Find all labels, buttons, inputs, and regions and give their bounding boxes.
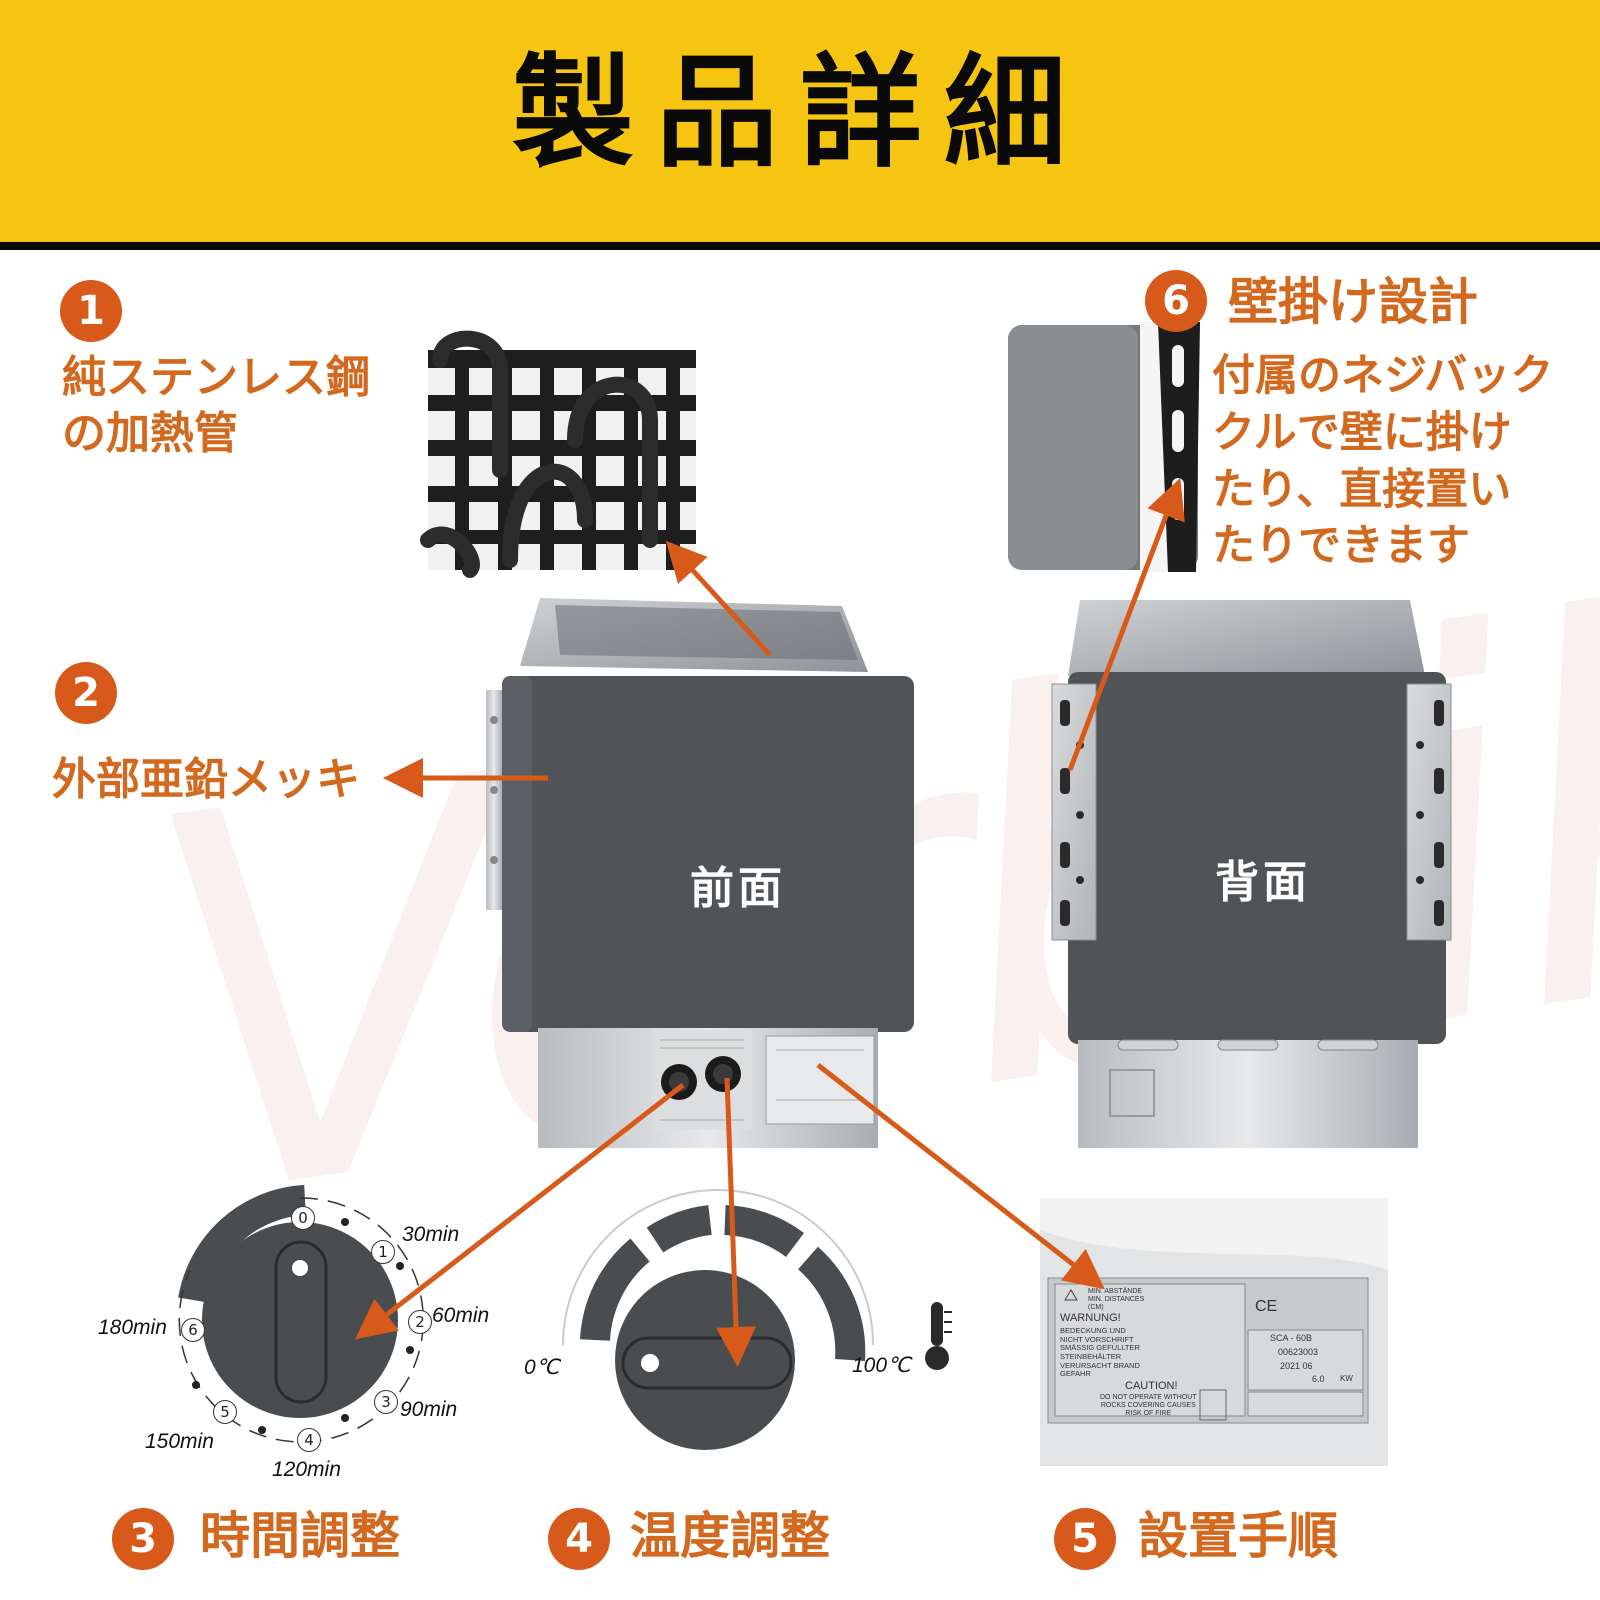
- temperature-min-label: 0℃: [524, 1356, 560, 1379]
- temperature-dial: [562, 1189, 952, 1450]
- nameplate-ce-mark: CE: [1255, 1298, 1278, 1315]
- feature-2-label: 外部亜鉛メッキ: [52, 754, 360, 805]
- timer-label-180min: 180min: [98, 1316, 167, 1339]
- feature-4-badge: 4: [548, 1508, 610, 1570]
- nameplate-distance: MIN. ABSTÄNDE MIN. DISTANCES (CM): [1088, 1288, 1145, 1312]
- nameplate-unit: KW: [1340, 1374, 1353, 1383]
- nameplate-power: 6.0: [1312, 1374, 1325, 1384]
- nameplate-caution: CAUTION!: [1125, 1380, 1178, 1392]
- timer-mark-6: 6: [181, 1318, 205, 1342]
- feature-3-label: 時間調整: [200, 1507, 400, 1565]
- heater-back-view: [1051, 600, 1452, 1148]
- temperature-max-label: 100℃: [852, 1354, 911, 1377]
- front-view-label: 前面: [690, 863, 786, 914]
- timer-mark-3: 3: [374, 1390, 398, 1414]
- feature-5-badge: 5: [1054, 1508, 1116, 1570]
- nameplate-warning-text: BEDECKUNG UND NICHT VORSCHRIFT SMÄSSIG G…: [1060, 1326, 1140, 1379]
- timer-label-30min: 30min: [402, 1223, 460, 1246]
- nameplate-model: SCA - 60B: [1270, 1333, 1313, 1343]
- timer-mark-5: 5: [213, 1400, 237, 1424]
- header-banner: 製品詳細: [0, 0, 1600, 250]
- nameplate-serial: 00623003: [1278, 1347, 1319, 1357]
- timer-label-60min: 60min: [432, 1304, 490, 1327]
- feature-1-label: 純ステンレス鋼 の加熱管: [62, 352, 370, 460]
- back-view-label: 背面: [1215, 857, 1311, 908]
- timer-dial: [178, 1185, 425, 1443]
- timer-label-150min: 150min: [145, 1430, 214, 1453]
- feature-6-badge: 6: [1145, 270, 1207, 332]
- nameplate-caution-text: DO NOT OPERATE WITHOUT ROCKS COVERING CA…: [1100, 1394, 1197, 1418]
- timer-mark-2: 2: [408, 1310, 432, 1334]
- feature-1-badge: 1: [60, 280, 122, 342]
- nameplate-photo: [1040, 1198, 1388, 1466]
- heating-tube-closeup: [420, 330, 696, 578]
- feature-4-label: 温度調整: [630, 1507, 830, 1565]
- feature-6-label: 壁掛け設計: [1228, 273, 1478, 331]
- pointer-arrows: [355, 477, 1185, 1367]
- timer-label-90min: 90min: [400, 1398, 458, 1421]
- nameplate-type: 2021 06: [1280, 1361, 1313, 1371]
- thermometer-icon: [925, 1302, 952, 1370]
- feature-2-badge: 2: [55, 662, 117, 724]
- feature-3-badge: 3: [112, 1508, 174, 1570]
- timer-mark-0: 0: [291, 1206, 315, 1230]
- feature-5-label: 設置手順: [1138, 1507, 1338, 1565]
- nameplate-warning: WARNUNG!: [1060, 1312, 1121, 1324]
- timer-mark-1: 1: [371, 1240, 395, 1264]
- wall-mount-closeup: [1008, 322, 1200, 572]
- wall-mount-description: 付属のネジバック クルで壁に掛け たり、直接置い たりできます: [1212, 351, 1554, 572]
- timer-mark-4: 4: [297, 1428, 321, 1452]
- heater-front-view: [486, 598, 914, 1148]
- page-title: 製品詳細: [512, 42, 1088, 184]
- timer-label-120min: 120min: [272, 1458, 341, 1481]
